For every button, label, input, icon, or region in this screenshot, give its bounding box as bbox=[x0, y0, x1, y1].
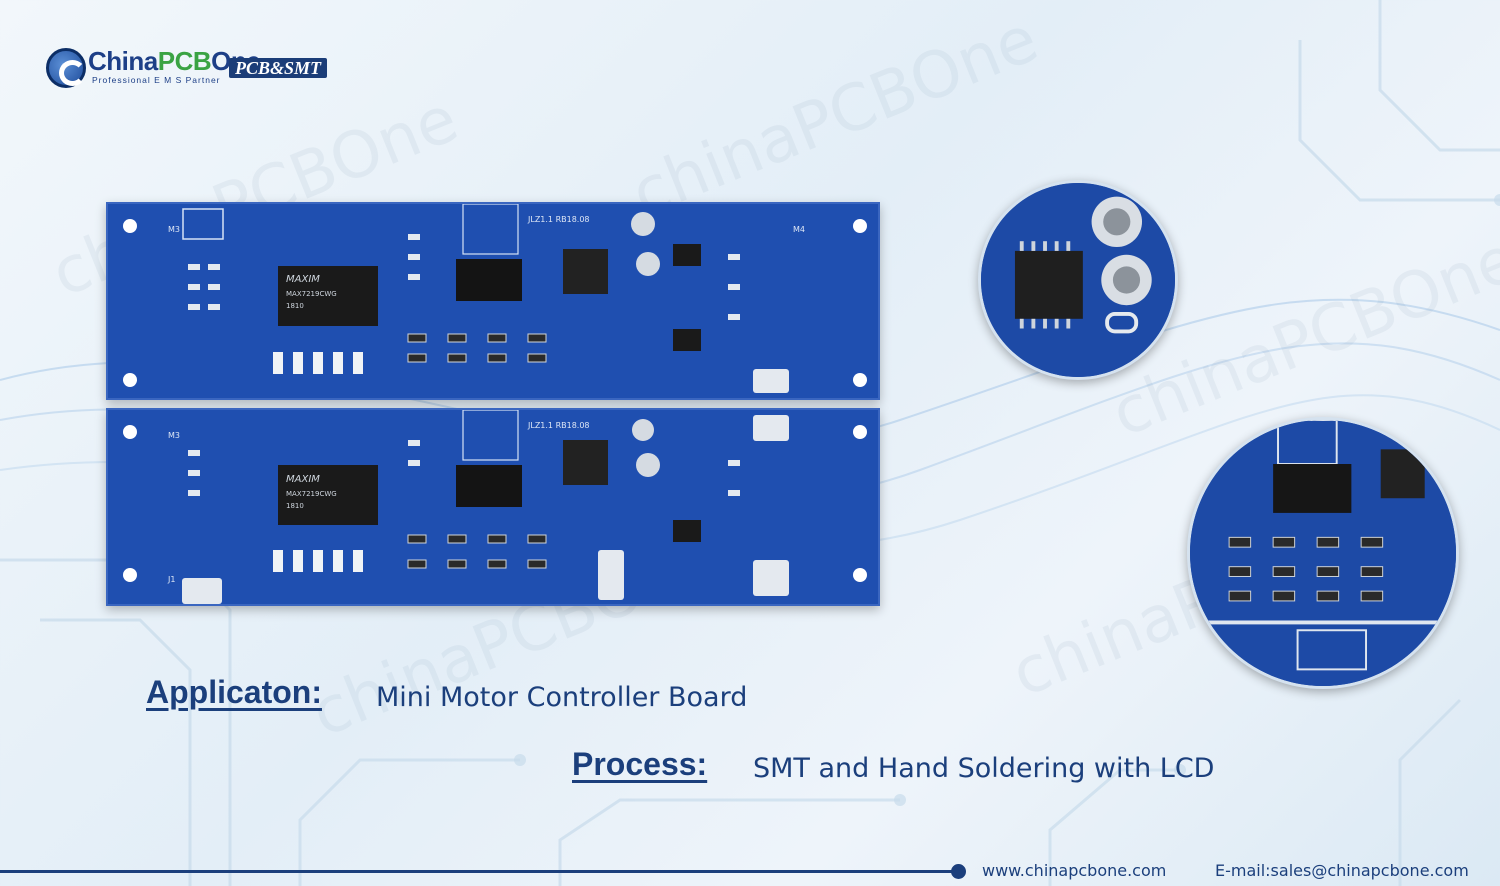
brand-badge: PCB&SMT bbox=[229, 58, 328, 78]
silk-marking: JLZ1.1 RB18.08 bbox=[527, 215, 590, 224]
chip-part-marking: MAX7219CWG bbox=[286, 290, 337, 298]
pcb-board-graphic: MAXIM MAX7219CWG 1810 JLZ1.1 RB18.08 M3 … bbox=[123, 204, 867, 393]
chip-code-marking: 1810 bbox=[286, 302, 304, 310]
logo-c-icon bbox=[46, 48, 86, 88]
chip-code-marking: 1810 bbox=[286, 502, 304, 510]
zoom-detail-graphic bbox=[1190, 420, 1456, 686]
silk-marking: JLZ1.1 RB18.08 bbox=[527, 421, 590, 430]
brand-name-part: China bbox=[88, 46, 158, 76]
zoom-detail-chip bbox=[978, 180, 1178, 380]
brand-name-part: PCB bbox=[157, 46, 212, 76]
brand-logo: ChinaPCBOne Professional E M S Partner P… bbox=[46, 44, 376, 90]
application-value: Mini Motor Controller Board bbox=[376, 682, 748, 713]
footer-dot-icon bbox=[951, 864, 966, 879]
brand-tagline: Professional E M S Partner bbox=[92, 75, 221, 85]
chip-part-marking: MAX7219CWG bbox=[286, 490, 337, 498]
silk-marking: M3 bbox=[168, 225, 180, 234]
chip-brand-marking: MAXIM bbox=[286, 274, 320, 285]
footer-divider bbox=[0, 870, 960, 873]
footer-website-link[interactable]: www.chinapcbone.com bbox=[982, 861, 1167, 880]
application-label: Applicaton: bbox=[146, 674, 322, 710]
silk-marking: J1 bbox=[167, 575, 175, 584]
zoom-detail-graphic bbox=[981, 183, 1175, 377]
pcb-board-image: MAXIM MAX7219CWG 1810 JLZ1.1 RB18.08 M3 … bbox=[106, 408, 880, 606]
pcb-board-graphic: MAXIM MAX7219CWG 1810 JLZ1.1 RB18.08 M3 … bbox=[123, 410, 867, 604]
process-value: SMT and Hand Soldering with LCD bbox=[753, 753, 1215, 784]
process-label: Process: bbox=[572, 746, 708, 782]
silk-marking: M4 bbox=[793, 225, 805, 234]
zoom-detail-connector bbox=[1187, 417, 1459, 689]
pcb-board-image: MAXIM MAX7219CWG 1810 JLZ1.1 RB18.08 M3 … bbox=[106, 202, 880, 400]
chip-brand-marking: MAXIM bbox=[286, 474, 320, 485]
silk-marking: M3 bbox=[168, 431, 180, 440]
footer-email-link[interactable]: E-mail:sales@chinapcbone.com bbox=[1215, 861, 1469, 880]
